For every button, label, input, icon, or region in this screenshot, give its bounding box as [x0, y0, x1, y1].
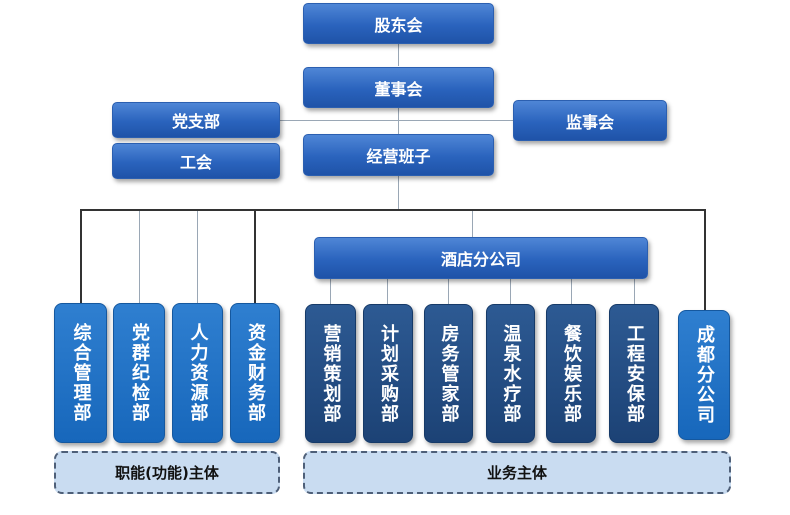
dept-box: 综合管理部	[54, 303, 107, 443]
union-label: 工会	[179, 153, 212, 172]
board-label: 董事会	[374, 79, 423, 99]
supervisors-label: 监事会	[565, 112, 614, 132]
dept-box: 温泉水疗部	[486, 304, 535, 443]
dept-box: 资金财务部	[230, 303, 280, 443]
board-box: 董事会	[303, 67, 494, 108]
party-branch-label: 党支部	[171, 112, 220, 131]
connector-line	[80, 209, 82, 303]
connector-line	[197, 211, 198, 303]
dept-label: 工程安保部	[624, 323, 645, 424]
chengdu-branch-label: 成都分公司	[694, 325, 715, 425]
functional-group-label: 职能(功能)主体	[54, 451, 280, 494]
supervisors-box: 监事会	[513, 100, 667, 141]
dept-label: 温泉水疗部	[500, 323, 522, 424]
connector-line	[139, 211, 140, 303]
connector-line	[398, 108, 399, 134]
dept-label: 综合管理部	[70, 323, 92, 423]
connector-line	[704, 209, 706, 310]
connector-line	[254, 209, 256, 303]
business-group-text: 业务主体	[486, 464, 547, 482]
connector-line	[280, 120, 513, 121]
dept-box: 党群纪检部	[113, 303, 165, 443]
union-box: 工会	[112, 143, 280, 179]
dept-label: 党群纪检部	[129, 323, 150, 423]
connector-line	[571, 279, 572, 304]
dept-label: 餐饮娱乐部	[561, 323, 582, 424]
dept-box: 工程安保部	[609, 304, 659, 443]
dept-box: 人力资源部	[172, 303, 223, 443]
chengdu-branch-box: 成都分公司	[678, 310, 730, 440]
connector-line	[472, 211, 473, 237]
connector-line	[398, 44, 399, 66]
connector-line	[330, 279, 331, 304]
hotel-branch-label: 酒店分公司	[440, 250, 521, 269]
dept-label: 计划采购部	[378, 323, 399, 424]
connector-line	[448, 279, 449, 304]
dept-box: 房务管家部	[424, 304, 473, 443]
business-group-label: 业务主体	[303, 451, 731, 494]
shareholders-label: 股东会	[374, 15, 423, 35]
dept-label: 人力资源部	[187, 323, 209, 423]
dept-label: 营销策划部	[320, 323, 342, 424]
connector-line	[510, 279, 511, 304]
connector-line	[387, 279, 388, 304]
connector-line	[80, 209, 706, 211]
management-label: 经营班子	[366, 147, 431, 166]
connector-line	[634, 279, 635, 304]
dept-box: 营销策划部	[305, 304, 356, 443]
connector-line	[398, 176, 399, 209]
shareholders-box: 股东会	[303, 3, 494, 44]
dept-label: 资金财务部	[245, 323, 266, 423]
dept-label: 房务管家部	[438, 323, 460, 424]
dept-box: 计划采购部	[363, 304, 413, 443]
party-branch-box: 党支部	[112, 102, 280, 138]
hotel-branch-box: 酒店分公司	[314, 237, 648, 279]
functional-group-text: 职能(功能)主体	[115, 464, 219, 482]
management-box: 经营班子	[303, 134, 494, 176]
dept-box: 餐饮娱乐部	[546, 304, 596, 443]
